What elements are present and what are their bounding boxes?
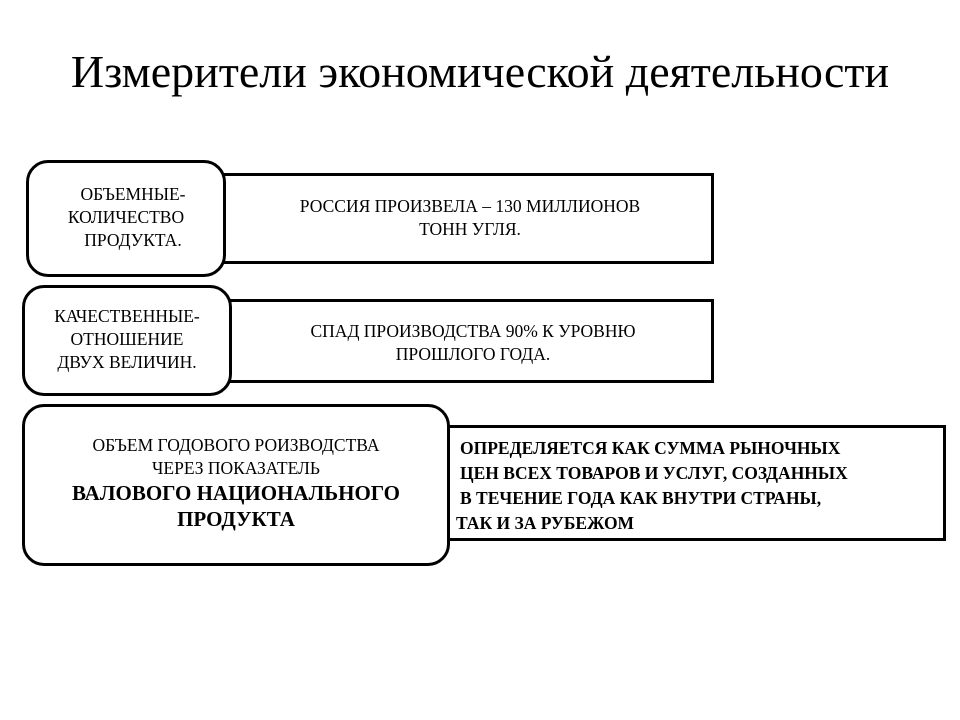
row-3-label-text: ОБЪЕМ ГОДОВОГО РОИЗВОДСТВА ЧЕРЕЗ ПОКАЗАТ… — [22, 434, 450, 532]
row-1-label-text: ОБЪЕМНЫЕ- КОЛИЧЕСТВО ПРОДУКТА. — [26, 183, 226, 252]
row-3-content-text: ОПРЕДЕЛЯЕТСЯ КАК СУММА РЫНОЧНЫХ ЦЕН ВСЕХ… — [456, 436, 942, 536]
row-3-label-box — [22, 404, 450, 566]
row-3-content-line-2: ЦЕН ВСЕХ ТОВАРОВ И УСЛУГ, СОЗДАННЫХ — [460, 463, 848, 483]
row-2-label-line-2: ОТНОШЕНИЕ — [70, 329, 184, 349]
row-2-label-box — [22, 285, 232, 396]
row-3-content-line-1: ОПРЕДЕЛЯЕТСЯ КАК СУММА РЫНОЧНЫХ — [460, 438, 841, 458]
row-2-content-line-1: СПАД ПРОИЗВОДСТВА 90% К УРОВНЮ — [310, 321, 636, 341]
row-2-content-text: СПАД ПРОИЗВОДСТВА 90% К УРОВНЮ ПРОШЛОГО … — [232, 320, 714, 366]
row-1-content-text: РОССИЯ ПРОИЗВЕЛА – 130 МИЛЛИОНОВ ТОНН УГ… — [226, 195, 714, 241]
row-2-content-box — [212, 299, 714, 383]
row-3-content-line-4: ТАК И ЗА РУБЕЖОМ — [456, 513, 635, 533]
row-1-label-line-2: КОЛИЧЕСТВО — [67, 207, 185, 227]
row-3-content-box — [438, 425, 946, 541]
row-2-label-line-1: КАЧЕСТВЕННЫЕ- — [54, 306, 200, 326]
row-1-content-line-1: РОССИЯ ПРОИЗВЕЛА – 130 МИЛЛИОНОВ — [299, 196, 641, 216]
row-3-label-bold-line-2: ПРОДУКТА — [177, 507, 295, 531]
row-3-content-line-3: В ТЕЧЕНИЕ ГОДА КАК ВНУТРИ СТРАНЫ, — [460, 488, 822, 508]
row-3-label-line-1: ОБЪЕМ ГОДОВОГО РОИЗВОДСТВА — [92, 435, 380, 455]
row-2-label-text: КАЧЕСТВЕННЫЕ- ОТНОШЕНИЕ ДВУХ ВЕЛИЧИН. — [22, 305, 232, 374]
row-1-label-line-3: ПРОДУКТА. — [84, 230, 182, 250]
row-1-content-box — [212, 173, 714, 264]
slide-title: Измерители экономической деятельности — [70, 46, 890, 97]
row-1-label-box — [26, 160, 226, 277]
row-3-label-line-2: ЧЕРЕЗ ПОКАЗАТЕЛЬ — [152, 458, 320, 478]
row-3-label-bold-line-1: ВАЛОВОГО НАЦИОНАЛЬНОГО — [72, 481, 400, 505]
row-2-content-line-2: ПРОШЛОГО ГОДА. — [395, 344, 551, 364]
row-1-label-line-1: ОБЪЕМНЫЕ- — [80, 184, 186, 204]
row-2-label-line-3: ДВУХ ВЕЛИЧИН. — [57, 352, 197, 372]
row-1-content-line-2: ТОНН УГЛЯ. — [419, 219, 521, 239]
